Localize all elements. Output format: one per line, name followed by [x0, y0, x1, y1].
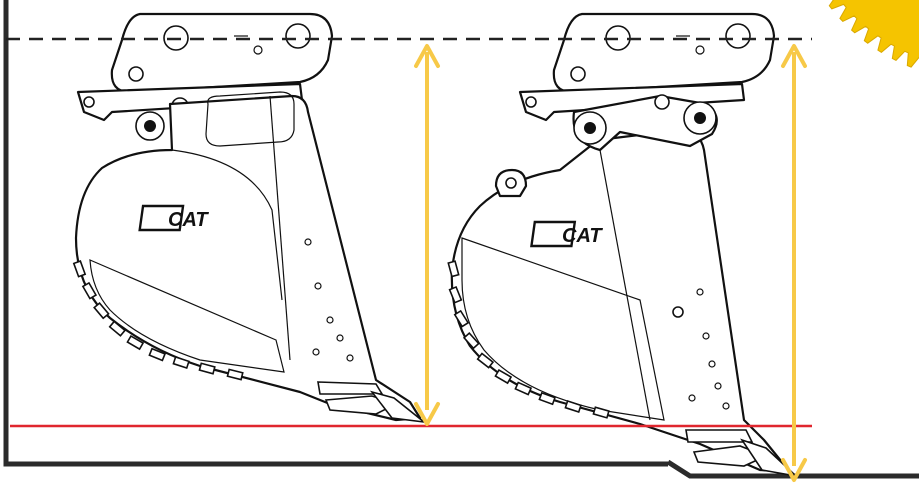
bucket-left-bracket-hole [83, 96, 95, 108]
bucket-right-cat-logo: CAT [530, 220, 603, 248]
corner-gear-badge [828, 0, 919, 68]
bucket-right-side-holes [672, 288, 730, 410]
bucket-left-coupler-pin-rear [285, 23, 311, 49]
bucket-right-coupler-lock-hole [570, 66, 586, 82]
bucket-right-rear-pin [694, 112, 706, 124]
frame-bottom-right-segment [666, 459, 919, 479]
right-height-arrow [781, 44, 807, 482]
bucket-left-side-panel [89, 259, 285, 373]
bucket-left-side-holes [304, 238, 354, 362]
bucket-right-coupler-bolt [695, 45, 705, 55]
bucket-left-window [205, 91, 295, 147]
frame [3, 0, 919, 479]
bucket-right-logo-text: CAT [562, 225, 603, 247]
bucket-right-wear-strips [447, 260, 610, 419]
bucket-left-wear-strips [72, 260, 244, 381]
bucket-left-main-pin [144, 120, 156, 132]
bucket-left-side-edge-inner [171, 149, 283, 301]
bucket-right-upper-pin [654, 94, 670, 110]
bucket-left-logo-text: CAT [168, 209, 209, 231]
bucket-left-cat-logo: CAT [138, 204, 209, 232]
bucket-right: CAT [447, 12, 799, 478]
bucket-left: CAT [72, 12, 427, 424]
bucket-right-side-panel [461, 237, 665, 421]
frame-left-and-bottom [3, 0, 668, 467]
gear-shape [828, 0, 919, 68]
bucket-right-side-edge [599, 149, 651, 421]
bucket-right-coupler-pin-rear [725, 23, 751, 49]
bucket-right-front-pin [584, 122, 596, 134]
bucket-right-tooth-adapter [692, 445, 769, 467]
left-height-arrow [414, 44, 440, 426]
bucket-left-coupler-bolt [253, 45, 263, 55]
bucket-left-coupler-lock-hole [128, 66, 144, 82]
bucket-right-lug-hole [505, 177, 517, 189]
bucket-left-side-edge [269, 95, 291, 361]
bucket-right-cutting-edge [685, 429, 754, 443]
bucket-right-bracket-hole [525, 96, 537, 108]
